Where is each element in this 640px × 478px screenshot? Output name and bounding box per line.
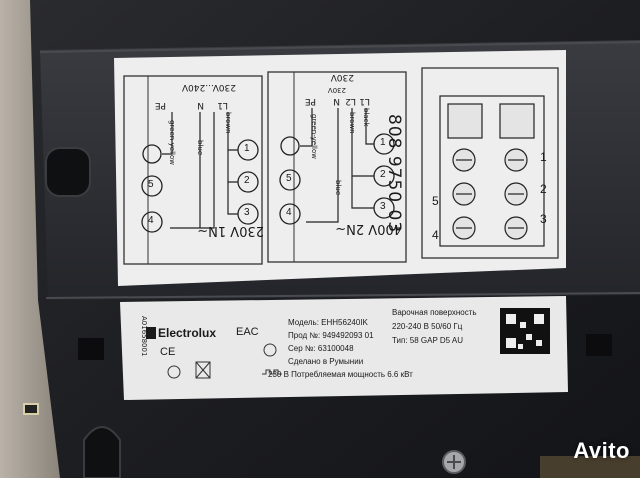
rating-plate — [120, 296, 568, 400]
model-line: Модель: EHH56240IK — [288, 318, 368, 327]
left-terminal-l1: L1 — [217, 100, 228, 110]
brand-name: Electrolux — [158, 326, 217, 340]
middle-wire-green-yellow: green-yellow — [310, 114, 318, 159]
middle-wire-blue: blue — [334, 180, 342, 196]
block-num-5: 5 — [432, 194, 439, 208]
middle-num-3: 3 — [380, 201, 386, 212]
middle-mode: 400V 2N~ — [335, 221, 402, 236]
middle-terminal-pe: PE — [304, 96, 316, 106]
left-num-5: 5 — [148, 179, 154, 190]
middle-wire-black: black — [362, 108, 370, 127]
middle-panel-wires — [300, 108, 374, 223]
power-line: 230 В Потребляемая мощность 6.6 кВт — [268, 370, 413, 379]
part-number: 808 9750 03 — [384, 114, 404, 234]
avito-watermark: Avito — [573, 438, 630, 463]
middle-terminal-l2: L2 — [345, 96, 356, 106]
left-panel-wires — [162, 112, 238, 229]
side-code: A01658001 — [140, 316, 148, 357]
left-terminal-n: N — [197, 100, 204, 110]
middle-terminal-l1: L1 — [359, 96, 370, 106]
left-wire-brown: brown — [224, 112, 232, 134]
left-diagram-panel — [123, 75, 263, 265]
qr-code — [500, 308, 550, 354]
made-in-line: Сделано в Румынии — [288, 357, 364, 366]
middle-num-4: 4 — [286, 207, 292, 218]
product-type-line: Варочная поверхность — [392, 308, 477, 317]
circle-symbol-icon — [167, 365, 181, 379]
terminal-block-panel — [421, 67, 559, 259]
left-terminal-pe: PE — [154, 100, 166, 110]
left-wire-blue: blue — [196, 140, 204, 156]
left-num-1: 1 — [244, 143, 250, 154]
wave-symbol-icon — [262, 369, 282, 375]
tab — [586, 334, 612, 356]
bottom-clip — [83, 426, 121, 478]
tab — [78, 338, 104, 360]
left-num-3: 3 — [244, 207, 250, 218]
terminal-block-drawing — [439, 95, 545, 247]
middle-terminal-n: N — [333, 96, 340, 106]
middle-supply-outer: 230V — [330, 72, 354, 82]
electrolux-logo-mark — [146, 327, 156, 339]
serial-number-line: Сер №: 63100048 — [288, 344, 354, 353]
left-wire-green-yellow: green-yellow — [168, 120, 176, 165]
type-line: Тип: 58 GAP D5 AU — [392, 336, 463, 345]
voltage-line: 220-240 В 50/60 Гц — [392, 322, 463, 331]
block-num-1: 1 — [540, 150, 547, 164]
block-num-4: 4 — [432, 228, 439, 242]
middle-num-1: 1 — [380, 137, 386, 148]
left-num-4: 4 — [148, 215, 154, 226]
mounting-clip — [45, 147, 91, 197]
middle-num-5: 5 — [286, 173, 292, 184]
middle-num-2: 2 — [380, 169, 386, 180]
left-supply: 230V...240V — [181, 82, 236, 92]
left-num-2: 2 — [244, 175, 250, 186]
ce-mark: CE — [160, 346, 176, 358]
hex-symbol-icon — [263, 343, 277, 357]
eac-mark: EAC — [236, 326, 259, 338]
left-mode: 230V 1N~ — [197, 223, 264, 238]
product-number-line: Прод №: 949492093 01 — [288, 331, 374, 340]
middle-wire-brown: brown — [348, 112, 356, 134]
middle-diagram-panel — [267, 71, 407, 263]
block-num-3: 3 — [540, 212, 547, 226]
weee-bin-icon — [195, 361, 211, 379]
block-num-2: 2 — [540, 182, 547, 196]
middle-supply-inner: 230V — [327, 86, 346, 94]
